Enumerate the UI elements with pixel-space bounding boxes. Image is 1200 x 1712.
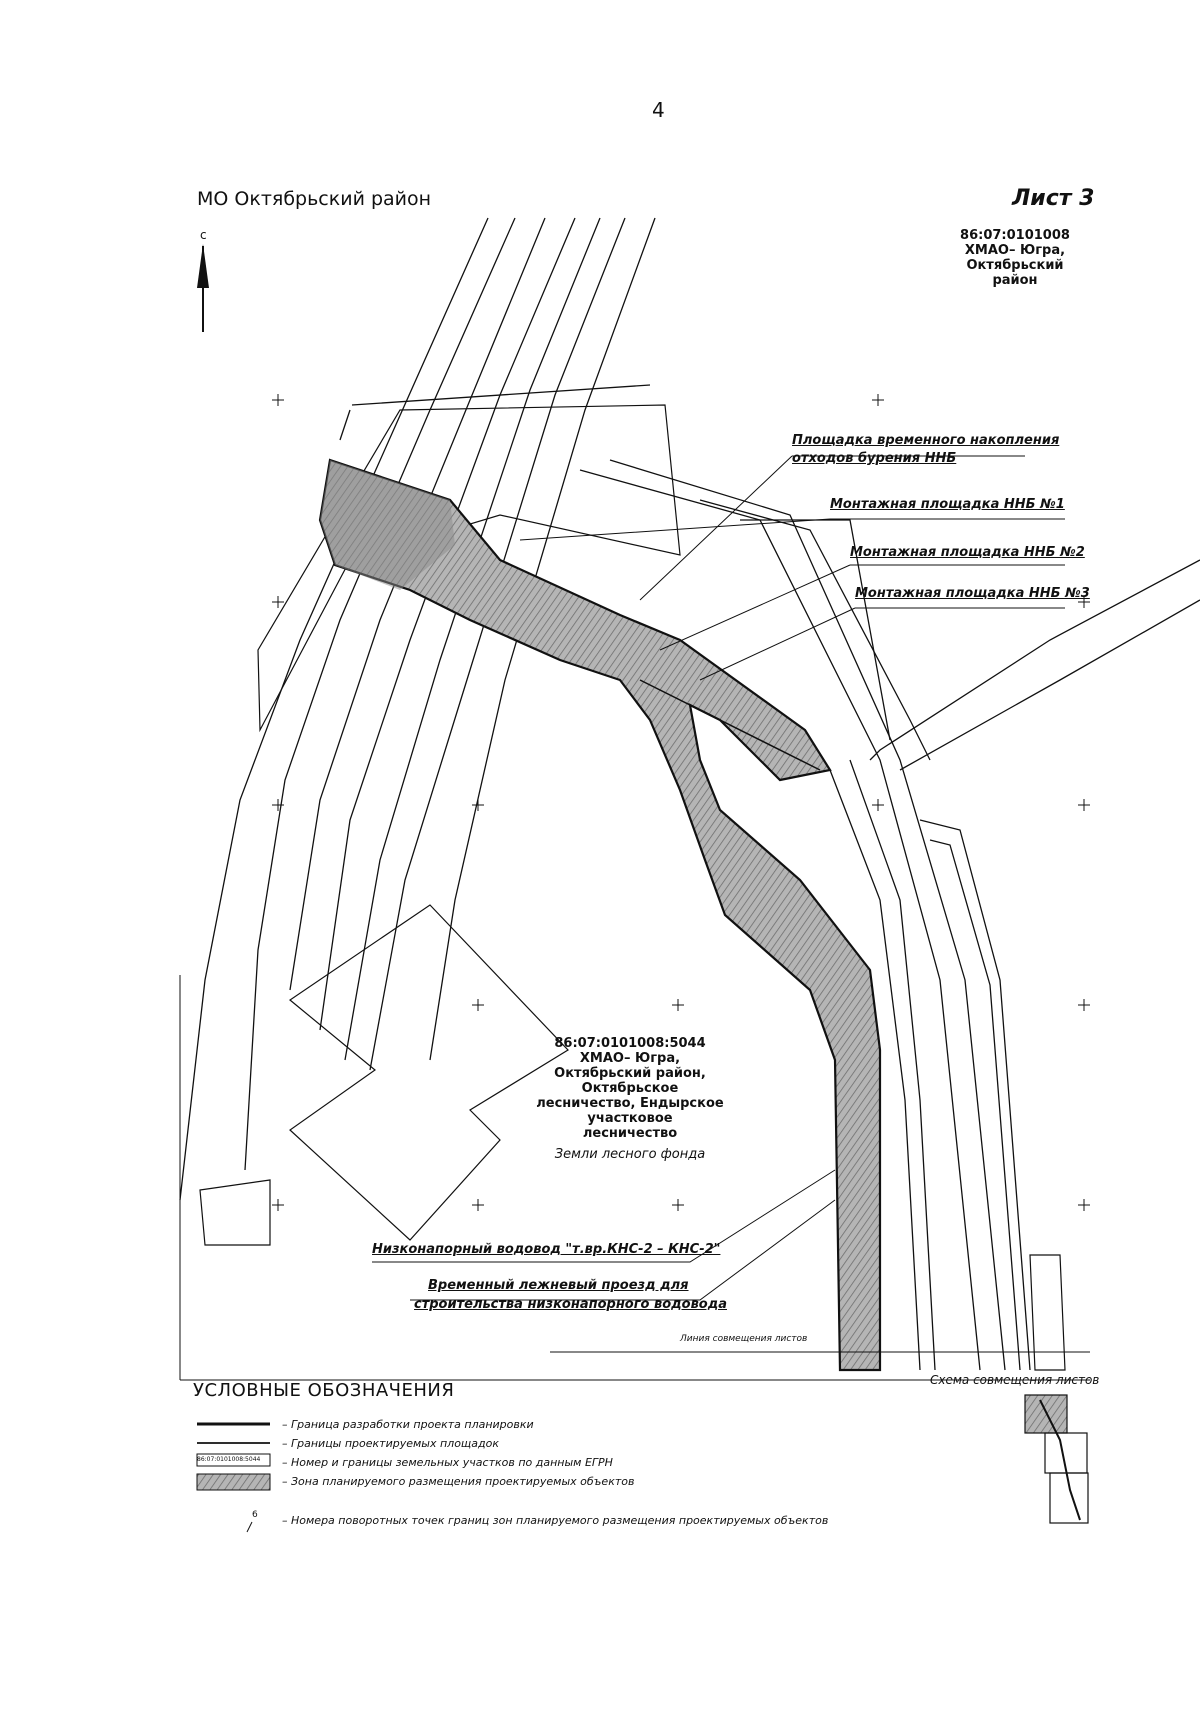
- legend-item-points: – Номера поворотных точек границ зон пла…: [282, 1514, 829, 1527]
- legend-item-project-boundary: – Граница разработки проекта планировки: [282, 1418, 534, 1431]
- right-roads: [579, 459, 1200, 1371]
- callout-road-line2: строительства низконапорного водовода: [414, 1297, 727, 1312]
- legend-item-zone: – Зона планируемого размещения проектиру…: [282, 1475, 635, 1488]
- north-arrow-icon: [197, 244, 209, 332]
- cadastral-parcel-line: участковое: [587, 1111, 673, 1126]
- cadastral-quarter-line: район: [992, 273, 1038, 288]
- cadastral-quarter-label: 86:07:0101008 ХМАО– Югра, Октябрьский ра…: [940, 228, 1090, 288]
- cadastral-quarter-line: ХМАО– Югра,: [964, 243, 1066, 258]
- legend-symbol-point-label: 6: [252, 1510, 258, 1520]
- grid-crosses: [272, 394, 1090, 1211]
- cadastral-parcel-line: ХМАО– Югра,: [579, 1051, 681, 1066]
- cadastral-parcel-line: лесничество, Ендырское: [536, 1096, 724, 1111]
- cadastral-parcel-label: 86:07:0101008:5044 ХМАО– Югра, Октябрьск…: [525, 1036, 735, 1162]
- scheme-title: Схема совмещения листов: [930, 1373, 1100, 1387]
- cadastral-parcel-line: Октябрьский район,: [554, 1066, 706, 1081]
- legend-symbol-parcel: [196, 1453, 271, 1467]
- planned-zone: [318, 458, 882, 1372]
- callout-waste-site-line1: Площадка временного накопления: [792, 433, 1060, 448]
- callout-waste-site-line2: отходов бурения ННБ: [792, 451, 957, 466]
- callout-site-2: Монтажная площадка ННБ №2: [850, 545, 1085, 560]
- page-number: 4: [652, 98, 665, 122]
- district-title: МО Октябрьский район: [197, 188, 432, 210]
- sheet-join-line-label: Линия совмещения листов: [680, 1334, 808, 1344]
- cadastral-parcel-line: 86:07:0101008:5044: [554, 1036, 706, 1051]
- callout-pipeline: Низконапорный водовод "т.вр.КНС-2 – КНС-…: [372, 1242, 721, 1257]
- sheet-label: Лист 3: [1012, 186, 1095, 211]
- north-label: с: [200, 228, 207, 242]
- callout-leaders: [372, 455, 1090, 1353]
- legend-title: УСЛОВНЫЕ ОБОЗНАЧЕНИЯ: [193, 1380, 455, 1401]
- legend-symbol-parcel-label: 86:07:0101008:5044: [197, 1456, 261, 1463]
- legend-symbol-zone: [196, 1473, 271, 1491]
- road-corridor: [179, 217, 656, 1201]
- cadastral-parcel-line: лесничество: [582, 1126, 678, 1141]
- legend-symbol-point-icon: [246, 1521, 253, 1533]
- land-category: Земли лесного фонда: [554, 1147, 706, 1162]
- legend-item-site-boundary: – Границы проектируемых площадок: [282, 1437, 500, 1450]
- legend-symbols: [196, 1422, 271, 1533]
- legend-item-parcel: – Номер и границы земельных участков по …: [282, 1456, 613, 1469]
- sheet-frame: [179, 975, 1090, 1381]
- callout-site-1: Монтажная площадка ННБ №1: [830, 497, 1065, 512]
- callout-road-line1: Временный лежневый проезд для: [428, 1278, 689, 1293]
- cadastral-quarter-line: Октябрьский: [966, 258, 1064, 273]
- cadastral-parcel-line: Октябрьское: [581, 1081, 679, 1096]
- callout-site-3: Монтажная площадка ННБ №3: [855, 586, 1090, 601]
- sheet-scheme: [1024, 1394, 1089, 1524]
- cadastral-quarter-line: 86:07:0101008: [960, 228, 1070, 243]
